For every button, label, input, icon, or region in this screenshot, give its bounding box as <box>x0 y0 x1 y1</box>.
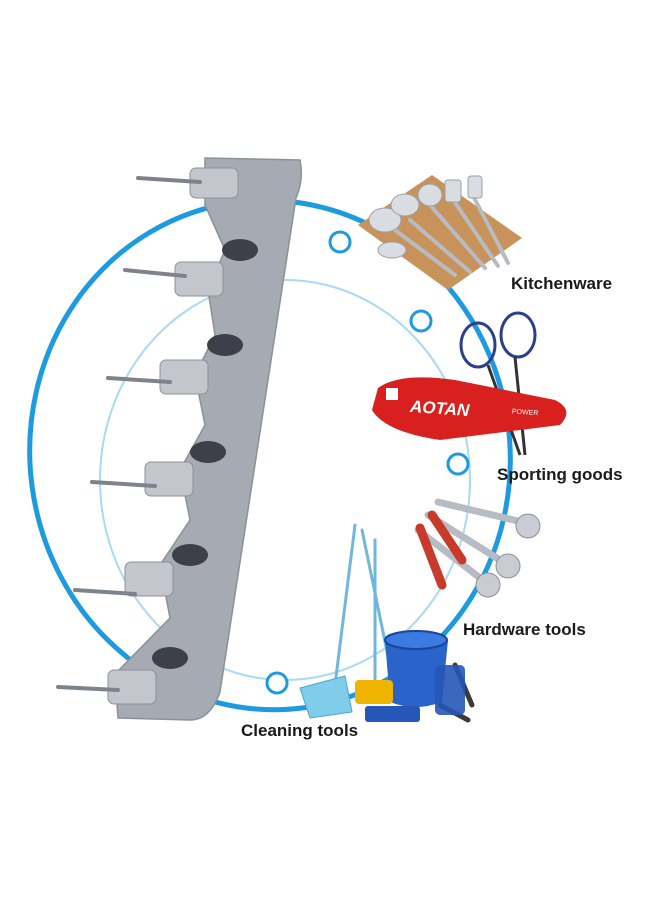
badminton-set-icon: AOTAN POWER <box>372 311 567 456</box>
label-sporting-goods: Sporting goods <box>497 465 623 484</box>
node-cleaning <box>265 671 289 695</box>
node-kitchenware <box>328 230 352 254</box>
node-sporting <box>446 452 470 476</box>
label-hardware-tools: Hardware tools <box>463 620 586 639</box>
kitchen-utensils-icon <box>358 175 522 290</box>
label-kitchenware: Kitchenware <box>511 274 613 293</box>
wrenches-icon <box>414 498 541 598</box>
node-upper <box>409 309 433 333</box>
wall-rack-icon <box>56 157 303 721</box>
cleaning-supplies-icon <box>299 523 475 723</box>
bag-brand: AOTAN <box>409 397 471 420</box>
bag-sub-brand: POWER <box>512 408 539 417</box>
label-cleaning-tools: Cleaning tools <box>241 721 359 740</box>
ring-nodes <box>265 230 470 695</box>
